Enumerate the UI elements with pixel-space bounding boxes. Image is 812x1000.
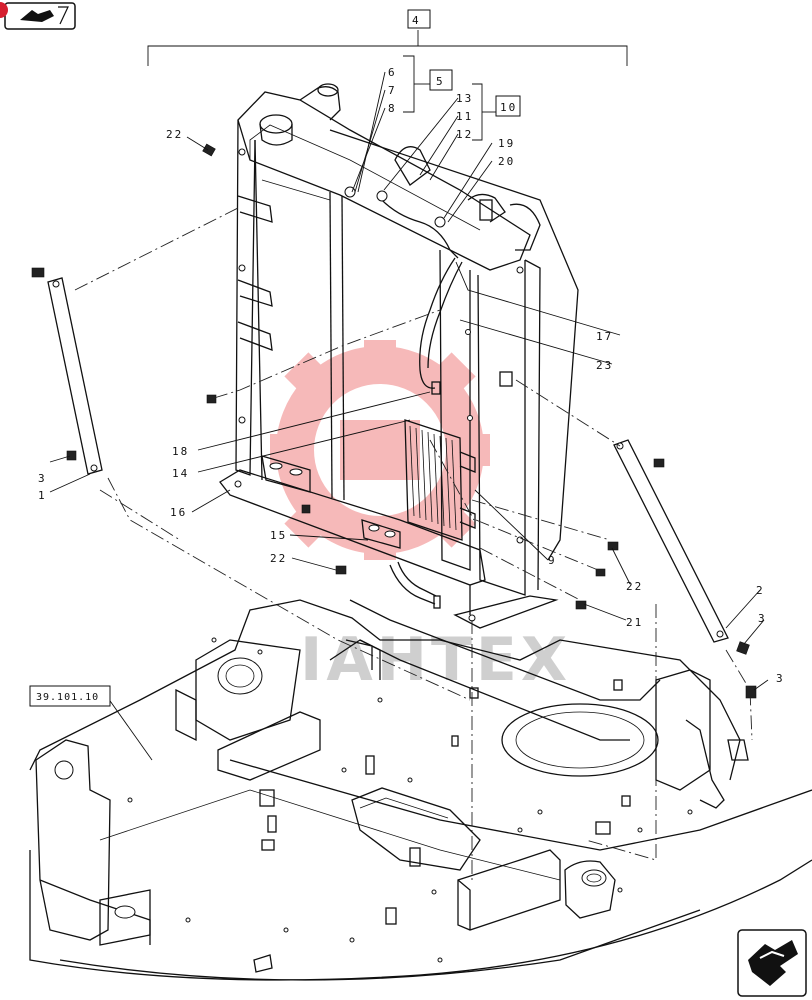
callout-22-bottom: 22 [270,552,287,565]
callout-21: 21 [626,616,643,629]
callout-labels: 4 5 10 6 7 8 13 11 12 19 20 22 17 23 18 … [38,14,785,685]
upper-frame-chassis [29,599,812,981]
watermark-gear-logo [270,340,490,560]
callout-15: 15 [270,529,287,542]
bracket-4 [147,45,628,66]
callout-4: 4 [412,14,421,27]
callout-5: 5 [436,75,445,88]
previous-arrow-icon[interactable] [4,2,76,30]
stay-rod-left [31,267,103,475]
callout-22-top: 22 [166,128,183,141]
corner-badge [0,2,8,18]
callout-7: 7 [388,84,397,97]
callout-10: 10 [500,101,517,114]
leader-lines [49,71,769,761]
callout-11: 11 [456,110,473,123]
callout-3-right: 3 [758,612,767,625]
callout-6: 6 [388,66,397,79]
callout-8: 8 [388,102,397,115]
callout-22-right: 22 [626,580,643,593]
callout-19: 19 [498,137,515,150]
callout-12: 12 [456,128,473,141]
callout-3-left: 3 [38,472,47,485]
callout-3-far-right: 3 [776,672,785,685]
callout-20: 20 [498,155,515,168]
callout-23: 23 [596,359,613,372]
callout-13: 13 [456,92,473,105]
callout-2: 2 [756,584,765,597]
callout-17: 17 [596,330,613,343]
callout-18: 18 [172,445,189,458]
callout-16: 16 [170,506,187,519]
callout-9: 9 [548,554,557,567]
reference-box[interactable] [29,685,111,707]
callout-14: 14 [172,467,189,480]
radiator-assembly [219,83,579,629]
next-arrow-icon[interactable] [737,929,807,997]
callout-1: 1 [38,489,47,502]
stay-rod-right [613,439,729,643]
reference-box-label[interactable]: 39.101.10 [36,692,99,703]
